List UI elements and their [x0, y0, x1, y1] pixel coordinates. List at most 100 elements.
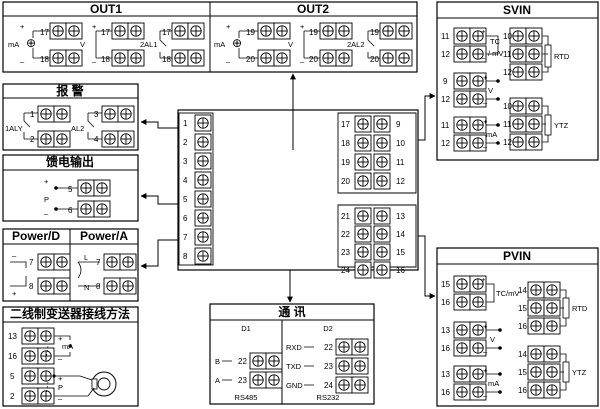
svg-text:16: 16	[441, 388, 450, 397]
svg-text:22: 22	[341, 230, 350, 239]
svg-text:+: +	[300, 22, 305, 31]
transmitter-panel: 二线制变送器接线方法 13 16 5 2 + – + – mA P	[2, 306, 139, 407]
svg-text:4: 4	[183, 176, 188, 185]
pvin-panel: PVIN 15 16 + – TC/mV 14 15 16 RTD 13 16 …	[436, 247, 599, 407]
out2-v-wiring: V + – 19 20	[288, 22, 353, 67]
svg-text:V: V	[80, 40, 85, 49]
svg-text:+: +	[481, 275, 486, 284]
svg-text:+: +	[483, 366, 488, 375]
svg-text:RTD: RTD	[554, 52, 570, 61]
svg-text:11: 11	[441, 32, 450, 41]
svg-text:10: 10	[503, 32, 512, 41]
svg-text:12: 12	[503, 68, 512, 77]
svg-text:17: 17	[162, 28, 171, 37]
svg-text:21: 21	[341, 212, 350, 221]
svg-text:15: 15	[396, 248, 405, 257]
comm-title: 通 讯	[278, 304, 305, 319]
svg-text:13: 13	[8, 332, 17, 341]
svg-text:–: –	[481, 53, 486, 62]
svg-text:18: 18	[40, 55, 49, 64]
svg-text:12: 12	[441, 50, 450, 59]
svg-text:mA: mA	[486, 130, 497, 139]
svg-text:–: –	[300, 57, 305, 66]
alarm-title: 报 警	[56, 83, 83, 98]
left-terminals: 1 2 3 4 5 6 7 8	[183, 114, 212, 265]
svg-text:17: 17	[40, 28, 49, 37]
svg-text:7: 7	[96, 258, 101, 267]
svg-text:24: 24	[341, 266, 350, 275]
svg-text:–: –	[483, 347, 488, 356]
svg-text:D1: D1	[241, 324, 251, 333]
svg-text:14: 14	[518, 286, 527, 295]
svg-text:2AL2: 2AL2	[347, 40, 365, 49]
svg-text:A: A	[215, 376, 220, 385]
power-d-title: Power/D	[12, 229, 60, 243]
output-panel: OUT1 OUT2 mA + – ⊕ 17 18 V + – 17 18 2AL…	[2, 1, 418, 73]
out2-title: OUT2	[297, 2, 329, 16]
svg-text:–: –	[481, 301, 486, 310]
svg-text:2: 2	[30, 135, 35, 144]
svg-text:+: +	[483, 117, 488, 126]
svg-text:–: –	[483, 98, 488, 107]
svg-text:–: –	[58, 394, 63, 403]
svg-text:10: 10	[503, 102, 512, 111]
svg-text:N: N	[84, 283, 89, 292]
svg-text:+: +	[92, 22, 97, 31]
svg-text:11: 11	[503, 120, 512, 129]
svg-text:20: 20	[341, 177, 350, 186]
svg-text:B: B	[215, 357, 220, 366]
svg-text:11: 11	[441, 121, 450, 130]
svg-text:D2: D2	[323, 324, 333, 333]
svg-text:1: 1	[183, 119, 188, 128]
ammeter-icon: ⊕	[26, 36, 36, 50]
svg-text:14: 14	[396, 230, 405, 239]
svg-text:7: 7	[183, 233, 188, 242]
svg-text:22: 22	[324, 343, 333, 352]
svg-text:20: 20	[309, 55, 318, 64]
svg-text:mA: mA	[488, 379, 499, 388]
pvin-title: PVIN	[503, 249, 531, 263]
svg-text:–: –	[92, 57, 97, 66]
svg-text:P: P	[58, 383, 63, 392]
svg-text:5: 5	[183, 195, 188, 204]
svg-text:16: 16	[518, 386, 527, 395]
svg-text:–: –	[58, 354, 63, 363]
svg-text:17: 17	[101, 28, 110, 37]
svg-text:11: 11	[396, 158, 405, 167]
svg-text:/ mV: / mV	[488, 49, 503, 58]
svg-text:18: 18	[162, 55, 171, 64]
svg-text:12: 12	[396, 177, 405, 186]
svg-text:11: 11	[503, 50, 512, 59]
svg-text:3: 3	[94, 110, 99, 119]
svg-text:2: 2	[10, 392, 15, 401]
svg-text:16: 16	[441, 298, 450, 307]
svg-text:–: –	[12, 251, 17, 260]
svg-text:20: 20	[370, 55, 379, 64]
svg-text:GND: GND	[286, 381, 303, 390]
svg-text:12: 12	[503, 138, 512, 147]
svg-text:18: 18	[341, 139, 350, 148]
svg-text:5: 5	[68, 185, 73, 194]
svg-text:7: 7	[29, 258, 34, 267]
svg-text:TXD: TXD	[286, 362, 302, 371]
svg-text:AL2: AL2	[71, 124, 84, 133]
svg-text:–: –	[44, 209, 49, 218]
svg-text:9: 9	[443, 77, 448, 86]
svg-text:23: 23	[324, 362, 333, 371]
svin-panel: SVIN 11 12 + – TC / mV 10 11 12 RTD 9 12…	[436, 1, 599, 161]
svg-text:17: 17	[341, 120, 350, 129]
svg-text:22: 22	[238, 357, 247, 366]
ammeter-icon: ⊕	[232, 36, 242, 50]
svg-text:9: 9	[396, 120, 401, 129]
svg-text:16: 16	[396, 266, 405, 275]
svg-text:6: 6	[183, 214, 188, 223]
svg-text:P: P	[44, 195, 49, 204]
svg-text:RS485: RS485	[235, 393, 258, 402]
svg-text:4: 4	[94, 135, 99, 144]
svg-text:13: 13	[441, 370, 450, 379]
out1-title: OUT1	[90, 2, 122, 16]
svg-text:18: 18	[101, 55, 110, 64]
svg-text:2: 2	[183, 138, 188, 147]
svg-text:V: V	[288, 40, 293, 49]
svg-text:RTD: RTD	[572, 304, 588, 313]
